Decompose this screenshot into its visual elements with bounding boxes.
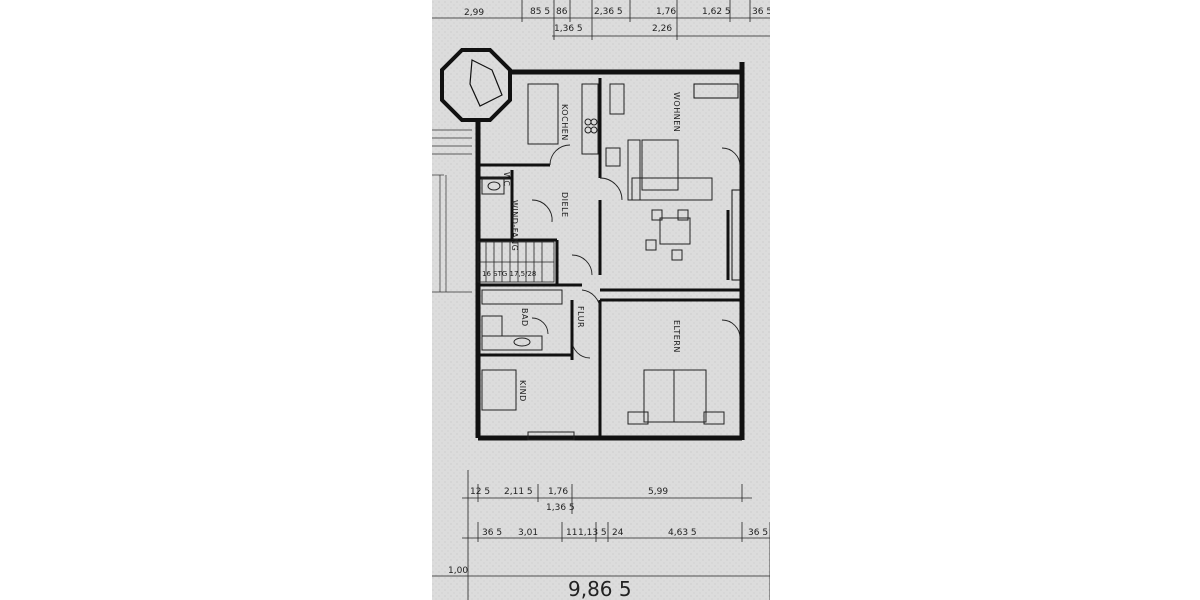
room-bad: BAD [520,308,529,327]
room-wohnen: WOHNEN [672,92,681,132]
bottom-dimension-lines [432,470,770,600]
floor-plan-sheet: 2,99 85 5 86 2,36 5 1,76 1,62 5 36 5 1,3… [432,0,770,600]
top-dim-6: 1,62 5 [702,7,731,17]
bottom-dim-7: 3,01 [518,528,538,538]
room-diele: DIELE [560,192,569,218]
bottom-dim-9: 1,13 5 [578,528,607,538]
room-windfang: WIND-FANG [510,200,519,251]
stairs [477,241,555,283]
bottom-dim-1: 12 5 [470,487,490,497]
bottom-dim-11: 4,63 5 [668,528,697,538]
bottom-dim-12: 36 5 [748,528,768,538]
room-flur: FLUR [576,306,585,328]
floor-plan-drawing: 2,99 85 5 86 2,36 5 1,76 1,62 5 36 5 1,3… [432,0,770,600]
bottom-dim-4: 5,99 [648,487,668,497]
top-dim-2: 85 5 [530,7,550,17]
bottom-dimension-labels: 12 5 2,11 5 1,76 5,99 1,36 5 36 5 3,01 1… [448,487,768,600]
terrace-grid [432,129,472,293]
bottom-dim-3: 1,76 [548,487,568,497]
room-kind: KIND [518,380,527,402]
bottom-dim-6: 36 5 [482,528,502,538]
top-dim-8: 1,36 5 [554,24,583,34]
top-dim-4: 2,36 5 [594,7,623,17]
bedroom-furniture [481,369,725,441]
room-labels: KOCHEN WOHNEN WC WIND-FANG DIELE 16 STG … [482,92,681,402]
bottom-dim-8: 11 [566,528,577,538]
door-swings [531,144,741,359]
top-dim-5: 1,76 [656,7,676,17]
bottom-dim-5: 1,36 5 [546,503,575,513]
top-dim-3: 86 [556,7,568,17]
stairs-label: 16 STG 17,5/28 [482,270,536,278]
kitchen-fixtures [527,83,621,167]
top-dim-7: 36 5 [752,7,770,17]
bath-fixtures [481,177,563,351]
top-dimension-labels: 2,99 85 5 86 2,36 5 1,76 1,62 5 36 5 1,3… [464,7,770,34]
room-eltern: ELTERN [672,320,681,353]
room-wc: WC [502,172,511,187]
bottom-dim-13: 1,00 [448,566,468,576]
top-dim-1: 2,99 [464,8,484,18]
bottom-dim-2: 2,11 5 [504,487,533,497]
top-dimension-chain [432,0,770,40]
room-kochen: KOCHEN [560,104,569,141]
top-dim-9: 2,26 [652,24,672,34]
inner-walls [478,78,742,438]
bottom-dim-10: 24 [612,528,624,538]
living-furniture [609,83,713,261]
total-width-dimension: 9,86 5 [568,577,632,600]
